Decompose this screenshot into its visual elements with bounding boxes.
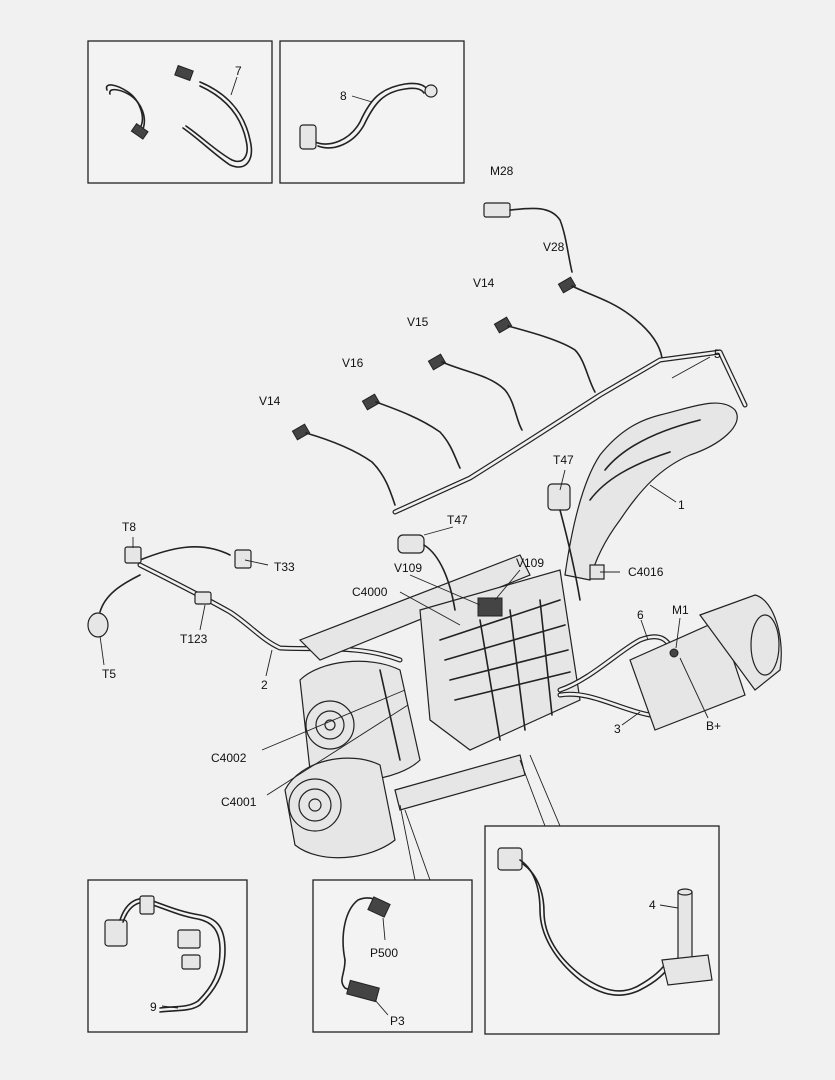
label-v14-upper: V14: [473, 276, 495, 290]
injector-harness: [291, 202, 748, 515]
harness-1: [547, 402, 738, 601]
label-v16: V16: [342, 356, 364, 370]
label-1: 1: [678, 498, 685, 512]
harness-2: [87, 546, 531, 663]
injector-v16: [361, 393, 381, 411]
inset-box-7: [87, 40, 273, 184]
label-t47-lower: T47: [447, 513, 468, 527]
cable-7: [105, 84, 144, 129]
label-8: 8: [340, 89, 347, 103]
inset-box-4: [484, 754, 720, 1035]
label-t47-upper: T47: [553, 453, 574, 467]
alternator: [299, 660, 421, 782]
label-2: 2: [261, 678, 268, 692]
label-m1: M1: [672, 603, 689, 617]
label-t123: T123: [180, 632, 208, 646]
label-6: 6: [637, 608, 644, 622]
leader-lines: [99, 356, 711, 796]
label-v15: V15: [407, 315, 429, 329]
label-5: 5: [714, 347, 721, 361]
connector-v109: [477, 597, 503, 617]
label-v28: V28: [543, 240, 565, 254]
inset-box-8: [279, 40, 465, 184]
inset-box-9: [87, 879, 248, 1033]
label-bplus: B+: [706, 719, 721, 733]
label-t5: T5: [102, 667, 116, 681]
label-t8: T8: [122, 520, 136, 534]
connector-t47-upper: [547, 483, 571, 511]
starter-motor: [557, 594, 782, 731]
label-9: 9: [150, 1000, 157, 1014]
label-t33: T33: [274, 560, 295, 574]
connector-t33: [234, 549, 252, 569]
compressor: [284, 754, 526, 859]
label-3: 3: [614, 722, 621, 736]
label-v14-lower: V14: [259, 394, 281, 408]
injector-v14-lower: [291, 423, 311, 441]
injector-v15: [427, 353, 447, 371]
label-v109-left: V109: [394, 561, 422, 575]
callout-labels: 7 8 M28 V28 V14 V15 V16 V14 5 T47 1 T8 T…: [102, 64, 721, 1028]
label-7: 7: [235, 64, 242, 78]
connector-t47-lower: [397, 534, 425, 554]
label-c4016: C4016: [628, 565, 664, 579]
label-c4002: C4002: [211, 751, 247, 765]
label-c4001: C4001: [221, 795, 257, 809]
label-m28: M28: [490, 164, 514, 178]
label-p500: P500: [370, 946, 398, 960]
connector-t8: [124, 546, 142, 564]
cable-8: [314, 82, 429, 145]
injector-v14-upper: [493, 316, 513, 334]
label-v109-right: V109: [516, 556, 544, 570]
injector-v28: [557, 276, 577, 294]
sensor-t5: [87, 612, 109, 638]
engine-block: [397, 534, 605, 751]
inset-box-p500-p3: [312, 804, 473, 1033]
label-p3: P3: [390, 1014, 405, 1028]
label-4: 4: [649, 898, 656, 912]
label-c4000: C4000: [352, 585, 388, 599]
connector-m28: [483, 202, 511, 218]
